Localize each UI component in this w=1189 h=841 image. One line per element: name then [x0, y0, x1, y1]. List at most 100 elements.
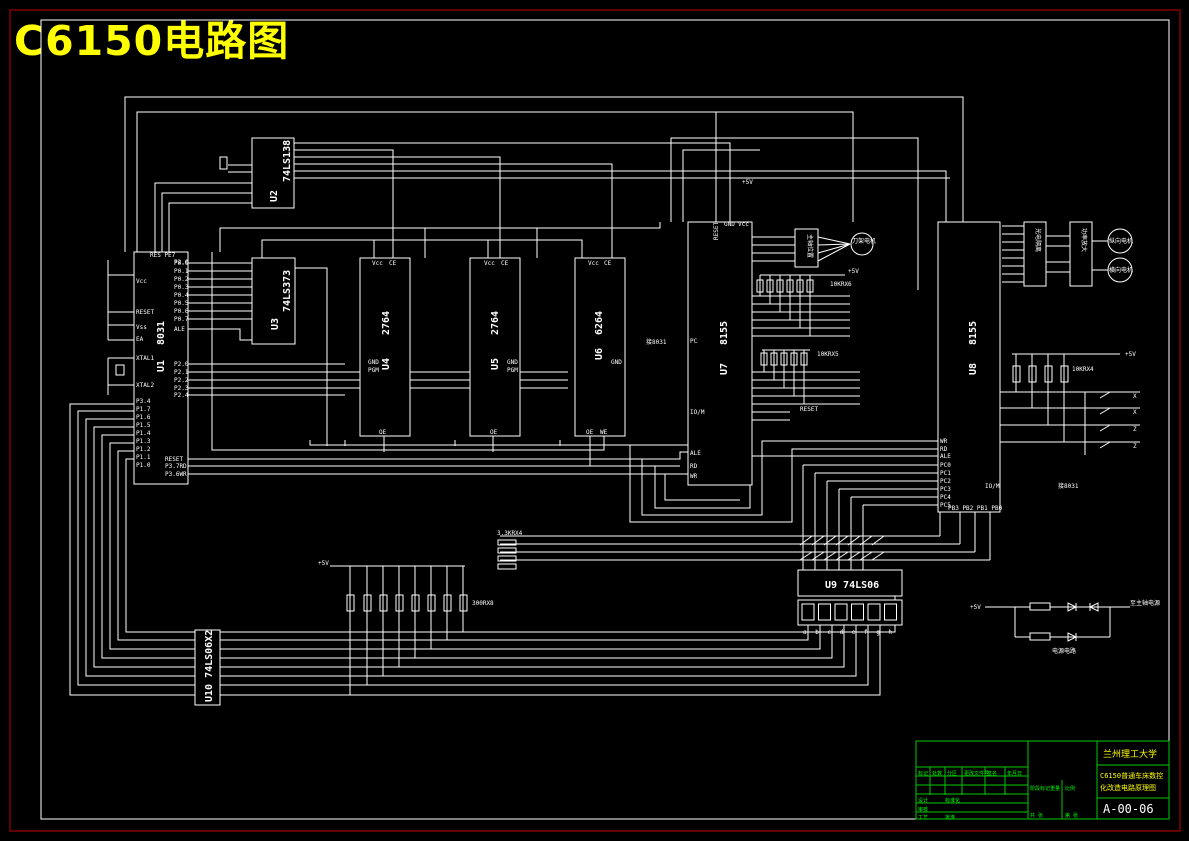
svg-text:RD: RD — [690, 463, 698, 470]
u1-pin-p1: P1.7 — [136, 406, 151, 413]
svg-text:A-00-06: A-00-06 — [1103, 802, 1154, 816]
display-pin-label: g — [876, 629, 880, 636]
bus-wiring — [69, 96, 1140, 696]
svg-text:PGM: PGM — [507, 367, 518, 374]
display-pin-label: e — [852, 629, 856, 636]
u1-pin-right: P2.1 — [174, 369, 189, 376]
seven-segment-digit — [818, 603, 831, 621]
title-block-cell: 标准化 — [945, 797, 960, 804]
title-block-cell: 阶段标记 — [1030, 785, 1050, 792]
display-pin-label: f — [864, 629, 868, 636]
svg-text:74LS373: 74LS373 — [282, 270, 293, 312]
title-block-cell: 重量 — [1050, 785, 1060, 792]
sheet-title: C6150电路图 — [14, 17, 290, 65]
svg-text:8031: 8031 — [156, 321, 167, 345]
title-block-cell: 年月日 — [1007, 770, 1022, 777]
svg-text:P2.0: P2.0 — [174, 259, 189, 266]
svg-text:74LS138: 74LS138 — [282, 140, 293, 182]
display-pin-label: a — [803, 629, 807, 636]
seven-segment-digit — [801, 603, 815, 621]
u1-pin-bottom: P3.6WR — [165, 471, 187, 478]
svg-text:8155: 8155 — [719, 321, 730, 345]
svg-text:刀架电机: 刀架电机 — [852, 237, 876, 245]
u1-pin-p1: P3.4 — [136, 398, 151, 405]
resistor-packs — [219, 156, 1069, 612]
u1-pin-right: P2.3 — [174, 385, 189, 392]
svg-text:RES PE7: RES PE7 — [150, 252, 176, 259]
u1-pin-p1: P1.5 — [136, 422, 151, 429]
seven-segment-digit — [834, 603, 848, 621]
title-block-cell: 更改文件号 — [964, 770, 989, 777]
inner-frame — [40, 19, 1170, 820]
u1-pin-p1: P1.6 — [136, 414, 151, 421]
svg-text:OE: OE — [490, 429, 498, 436]
u1-pin-right: P2.4 — [174, 392, 189, 399]
title-block-cell: 标记 — [918, 770, 928, 777]
svg-text:IO/M: IO/M — [690, 409, 705, 416]
title-block-cell: 设计 — [918, 797, 928, 804]
u1-pin-p1: P1.1 — [136, 454, 151, 461]
u1-pin-right: P0.2 — [174, 276, 189, 283]
svg-text:+5V: +5V — [848, 268, 859, 275]
u1-pin-right: P0.7 — [174, 316, 189, 323]
svg-text:U10 74LS06X2: U10 74LS06X2 — [204, 630, 215, 702]
svg-text:横向电机: 横向电机 — [1109, 266, 1133, 274]
svg-text:WR: WR — [940, 438, 948, 445]
u1-pin-right: P0.5 — [174, 300, 189, 307]
svg-text:Z: Z — [1133, 426, 1137, 433]
svg-text:GND: GND — [368, 359, 379, 366]
u1-pin-right: P0.6 — [174, 308, 189, 315]
chip-u6: Vcc CE GND OE WE U6 6264 — [574, 257, 626, 437]
title-block: 兰州理工大学 C6150普通车床数控 化改造电路原理图 A-00-06 标记处数… — [915, 740, 1170, 821]
svg-text:6264: 6264 — [594, 311, 605, 335]
u1-pin-p1: P1.4 — [136, 430, 151, 437]
svg-text:CE: CE — [501, 260, 509, 267]
annotations: 10KRX6 10KRX5 +5V +5V 接8031 RESET 10KRX4… — [318, 179, 1160, 655]
u1-pin-left: EA — [136, 336, 144, 343]
svg-text:WR: WR — [690, 473, 698, 480]
u1-pin-left: XTAL1 — [136, 355, 154, 362]
svg-text:PGM: PGM — [368, 367, 379, 374]
u1-pin-right: P0.3 — [174, 284, 189, 291]
title-block-cell: 共 张 — [1030, 812, 1043, 819]
svg-text:C6150普通车床数控: C6150普通车床数控 — [1100, 771, 1163, 780]
svg-text:8155: 8155 — [968, 321, 979, 345]
svg-text:ALE: ALE — [690, 450, 701, 457]
svg-text:U4: U4 — [381, 358, 392, 370]
svg-text:PC1: PC1 — [940, 470, 951, 477]
title-block-cell: 批准 — [945, 814, 955, 821]
display-pin-label: c — [827, 629, 831, 636]
u1-pin-right: P0.1 — [174, 268, 189, 275]
display-pin-label: d — [840, 629, 844, 636]
u1-pin-p1: P1.2 — [136, 446, 151, 453]
title-block-cell: 第 张 — [1065, 812, 1078, 819]
chip-u9: U9 74LS06 — [797, 569, 903, 597]
svg-text:CE: CE — [389, 260, 397, 267]
svg-text:Vcc: Vcc — [588, 260, 599, 267]
svg-text:PC: PC — [690, 338, 698, 345]
u1-pin-right: P2.2 — [174, 377, 189, 384]
seven-segment-digit — [851, 603, 864, 621]
u1-pin-left: XTAL2 — [136, 382, 154, 389]
svg-text:U6: U6 — [594, 348, 605, 360]
svg-text:化改造电路原理图: 化改造电路原理图 — [1100, 783, 1156, 792]
svg-text:U8: U8 — [968, 363, 979, 375]
svg-text:PB3 PB2 PB1 PB0: PB3 PB2 PB1 PB0 — [948, 505, 1003, 512]
svg-text:RESET: RESET — [800, 406, 818, 413]
svg-text:光电隔离: 光电隔离 — [1034, 228, 1042, 252]
svg-text:X: X — [1133, 393, 1137, 400]
title-block-cell: 签名 — [987, 770, 997, 777]
display-pin-label: h — [888, 629, 892, 636]
svg-text:电源电路: 电源电路 — [1052, 647, 1076, 655]
svg-text:GND: GND — [611, 359, 622, 366]
chip-u1: U1 8031 RES PE7 P2.0 VccRESETVssEAXTAL1X… — [133, 251, 189, 485]
svg-text:10KRX4: 10KRX4 — [1072, 366, 1094, 373]
svg-text:兰州理工大学: 兰州理工大学 — [1103, 748, 1157, 760]
svg-text:Vcc: Vcc — [738, 221, 749, 228]
title-block-cell: 审核 — [918, 806, 928, 813]
svg-text:PC3: PC3 — [940, 486, 951, 493]
svg-text:U7: U7 — [719, 363, 730, 375]
svg-text:+5V: +5V — [970, 604, 981, 611]
svg-text:GND: GND — [507, 359, 518, 366]
